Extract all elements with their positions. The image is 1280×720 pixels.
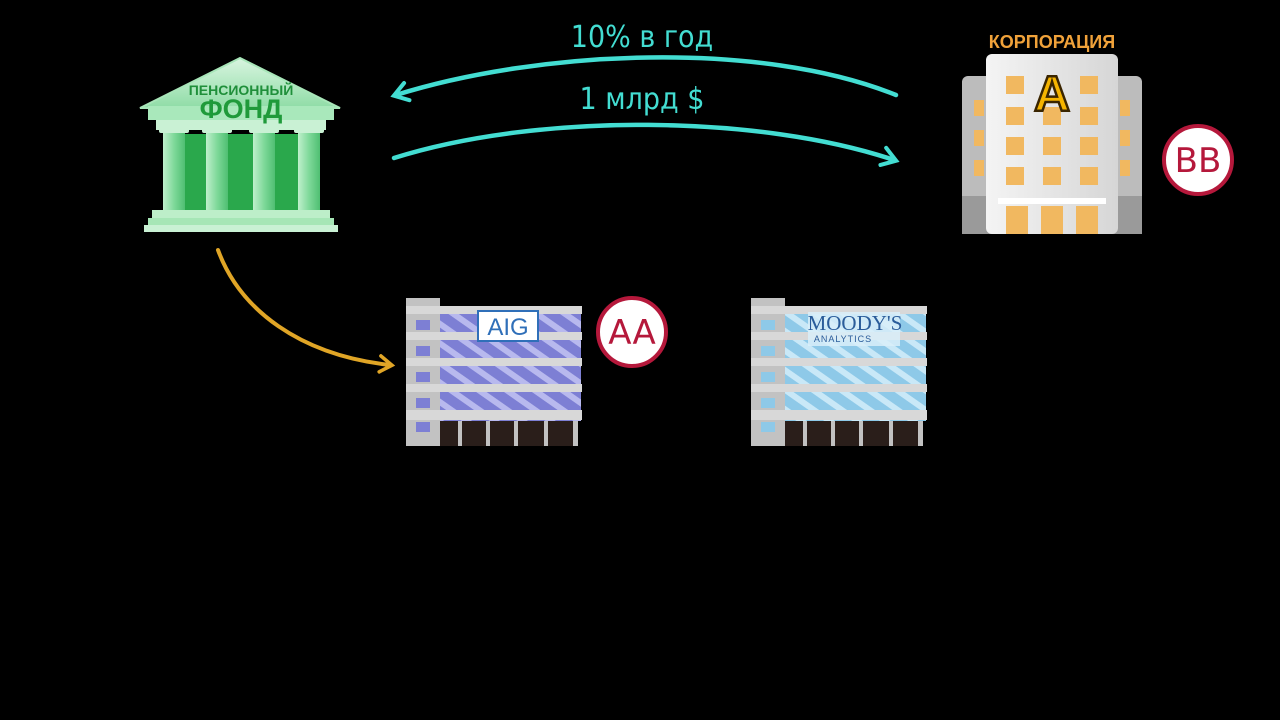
corporation-letter: A [1034,66,1070,122]
corporation-building: A [962,54,1142,234]
interest-arrow [390,55,899,103]
moodys-building: MOODY'S ANALYTICS [751,298,927,446]
fund-label-small: ПЕНСИОННЫЙ [189,81,294,98]
interest-rate-label: 10% в год [571,20,713,55]
insurer-rating-badge: AA [596,296,668,368]
fund-to-insurer-arrow [216,248,396,374]
pension-fund-building: ПЕНСИОННЫЙ ФОНД [139,56,341,232]
corporation-title: КОРПОРАЦИЯ [989,32,1115,52]
corporation-rating-badge: BB [1162,124,1234,196]
fund-label-big: ФОНД [200,94,283,124]
moodys-logo: MOODY'S [808,311,903,335]
amount-label: 1 млрд $ [580,82,705,117]
insurer-rating-text: AA [608,313,655,353]
aig-logo: AIG [487,314,528,341]
loan-arrow [391,122,900,167]
corporation-rating-text: BB [1175,141,1222,181]
moodys-logo-sub: ANALYTICS [814,334,872,344]
aig-building: AIG [406,298,582,446]
